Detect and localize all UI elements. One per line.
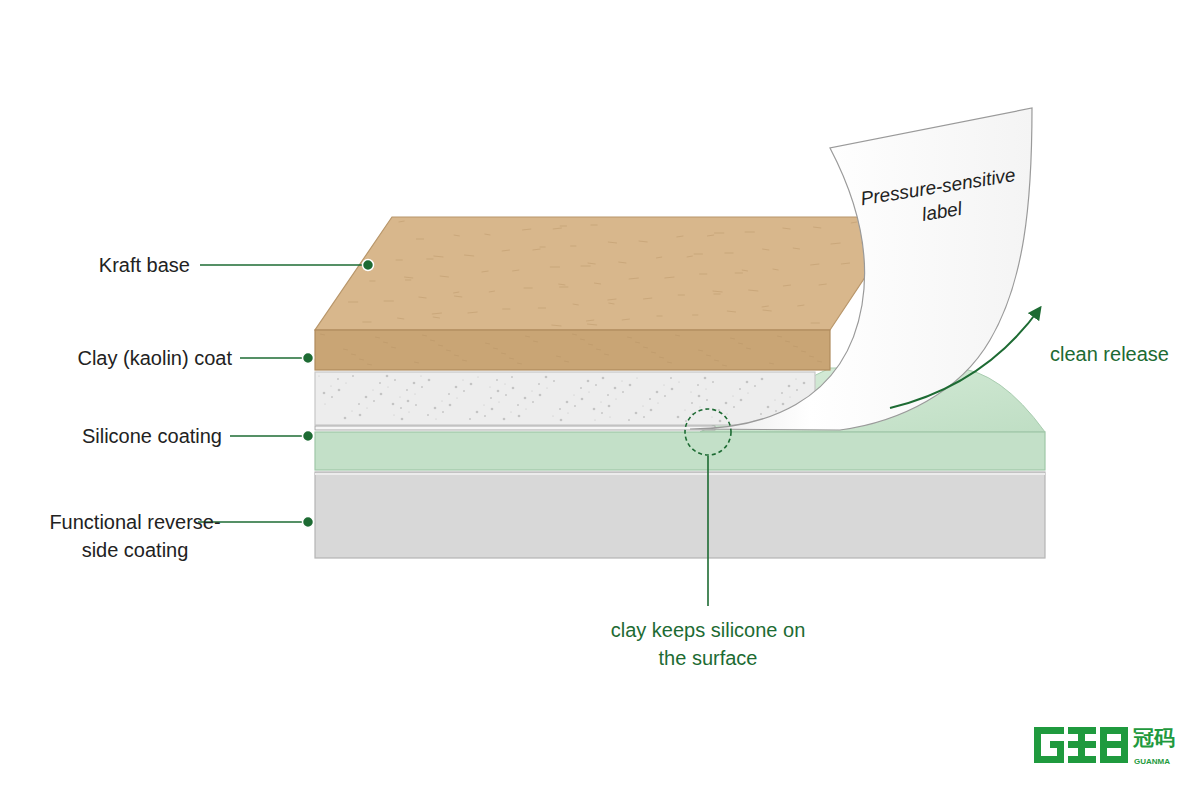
clay-layer <box>315 372 815 425</box>
label-sheet <box>690 108 1032 430</box>
callout-note: clay keeps silicone on the surface <box>603 616 813 672</box>
callout-note: clean release <box>1050 340 1190 368</box>
layer-name: Silicone coating <box>20 422 222 450</box>
logo-text: 冠码 <box>1133 726 1193 749</box>
layer-name: Clay (kaolin) coat <box>20 344 232 372</box>
logo-mark <box>1034 727 1128 763</box>
layer-name: Kraft base <box>40 251 190 279</box>
layer-name: Functional reverse-side coating <box>35 508 235 564</box>
release-arrow <box>890 308 1040 408</box>
callout-marker <box>685 409 731 606</box>
leader-lines <box>198 260 374 528</box>
silicone-film <box>315 426 715 430</box>
logo-text: GUANMA <box>1134 758 1194 767</box>
kraft-layer <box>315 217 905 370</box>
reverse-coating-layer <box>315 472 1045 558</box>
